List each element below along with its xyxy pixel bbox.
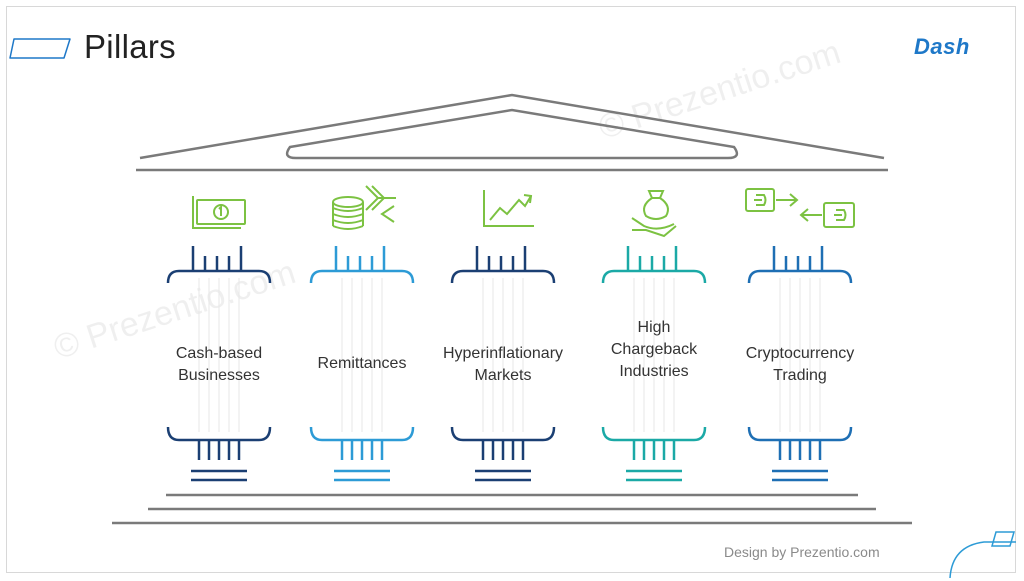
dash-logo: Dash bbox=[914, 34, 970, 59]
pillar-label: Remittances bbox=[317, 355, 407, 372]
pillar bbox=[747, 246, 853, 482]
pillar bbox=[601, 246, 707, 482]
crypto-swap-icon bbox=[745, 188, 855, 228]
rising-chart-icon bbox=[483, 190, 534, 227]
title-tab-shape bbox=[9, 38, 71, 59]
pillar bbox=[309, 246, 415, 482]
temple-base bbox=[112, 493, 912, 525]
cash-icon bbox=[192, 196, 246, 229]
temple-roof bbox=[136, 93, 888, 172]
corner-decoration bbox=[949, 531, 1016, 579]
pillar bbox=[450, 246, 556, 482]
pillar bbox=[166, 246, 272, 482]
money-bag-hand-icon bbox=[631, 190, 677, 238]
coins-exchange-icon bbox=[332, 185, 396, 230]
design-credit: Design by Prezentio.com bbox=[724, 544, 880, 560]
slide-frame bbox=[6, 6, 1016, 573]
page-title: Pillars bbox=[84, 28, 176, 65]
